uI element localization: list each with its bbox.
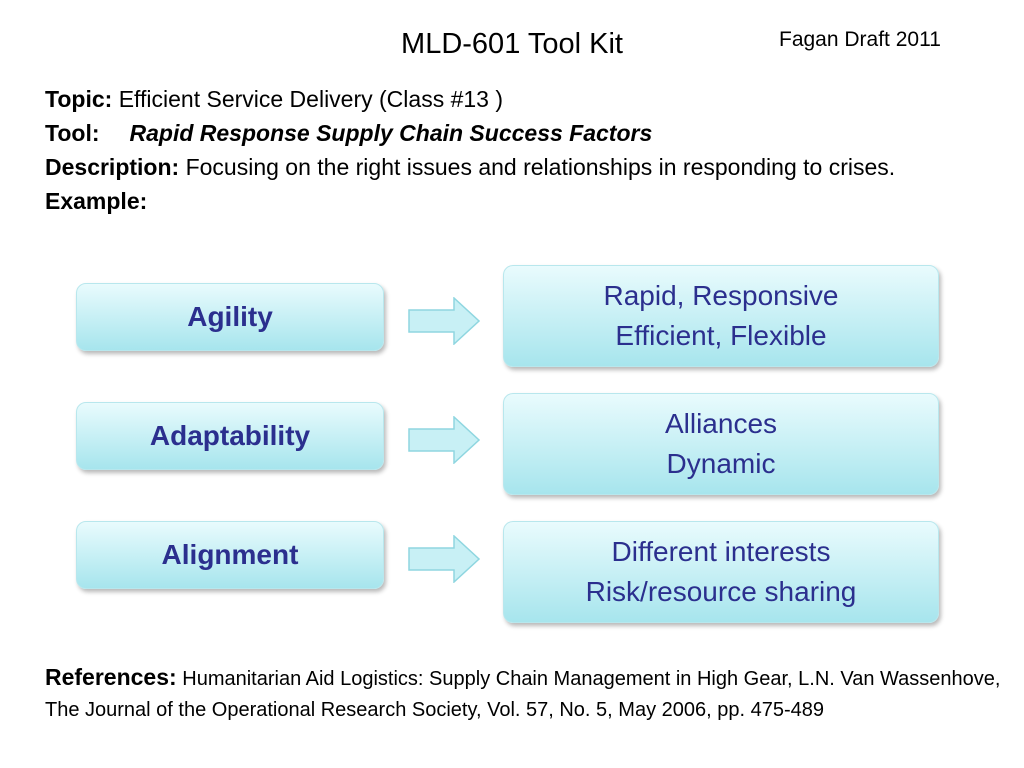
references-text: Humanitarian Aid Logistics: Supply Chain… — [45, 668, 1001, 721]
right-arrow-icon — [408, 535, 480, 583]
tool-value: Rapid Response Supply Chain Success Fact… — [129, 120, 653, 146]
description-label: Description: — [45, 154, 180, 180]
detail-line-1: Alliances — [664, 408, 778, 439]
draft-note: Fagan Draft 2011 — [779, 28, 941, 51]
tool-line: Tool: Rapid Response Supply Chain Success… — [45, 116, 995, 150]
example-label: Example: — [45, 188, 148, 214]
example-line: Example: — [45, 184, 995, 218]
factor-label: Adaptability — [149, 420, 311, 451]
topic-line: Topic: Efficient Service Delivery (Class… — [45, 82, 995, 116]
references: References: Humanitarian Aid Logistics: … — [45, 662, 1005, 726]
factor-label: Agility — [187, 301, 273, 332]
right-arrow-icon — [408, 416, 480, 464]
detail-line-1: Rapid, Responsive — [603, 280, 839, 311]
description-line: Description: Focusing on the right issue… — [45, 150, 995, 184]
detail-line-2: Dynamic — [666, 448, 776, 479]
references-label: References: — [45, 664, 177, 690]
topic-value: Efficient Service Delivery (Class #13 ) — [118, 86, 504, 112]
right-arrow-icon — [408, 297, 480, 345]
detail-box-adaptability: Alliances Dynamic — [503, 393, 939, 495]
detail-box-alignment: Different interests Risk/resource sharin… — [503, 521, 939, 623]
factor-box-adaptability: Adaptability — [76, 402, 384, 470]
factor-box-alignment: Alignment — [76, 521, 384, 589]
topic-label: Topic: — [45, 86, 113, 112]
detail-box-agility: Rapid, Responsive Efficient, Flexible — [503, 265, 939, 367]
detail-line-2: Risk/resource sharing — [585, 576, 857, 607]
detail-line-2: Efficient, Flexible — [615, 320, 827, 351]
info-block: Topic: Efficient Service Delivery (Class… — [45, 82, 995, 218]
factor-label: Alignment — [161, 539, 299, 570]
description-value: Focusing on the right issues and relatio… — [185, 154, 896, 180]
page-title: MLD-601 Tool Kit — [401, 28, 623, 60]
factor-box-agility: Agility — [76, 283, 384, 351]
tool-label: Tool: — [45, 120, 100, 146]
detail-line-1: Different interests — [611, 536, 831, 567]
